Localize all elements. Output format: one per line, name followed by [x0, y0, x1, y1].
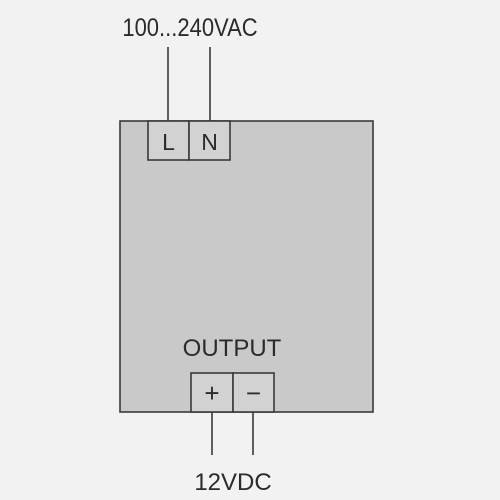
input-voltage-label: 100...240VAC — [122, 14, 257, 42]
terminal-plus-label: + — [204, 378, 219, 408]
power-supply-body — [119, 120, 374, 413]
output-heading: OUTPUT — [183, 335, 282, 362]
input-terminal-block: L N — [147, 120, 231, 161]
terminal-minus-label: − — [246, 378, 261, 408]
terminal-l-label: L — [162, 129, 175, 155]
terminal-n-label: N — [201, 129, 218, 155]
output-voltage-label: 12VDC — [194, 469, 271, 496]
terminal-n — [188, 120, 231, 161]
terminal-plus — [190, 372, 234, 413]
output-terminal-block: + − — [190, 372, 275, 413]
terminal-minus — [232, 372, 275, 413]
